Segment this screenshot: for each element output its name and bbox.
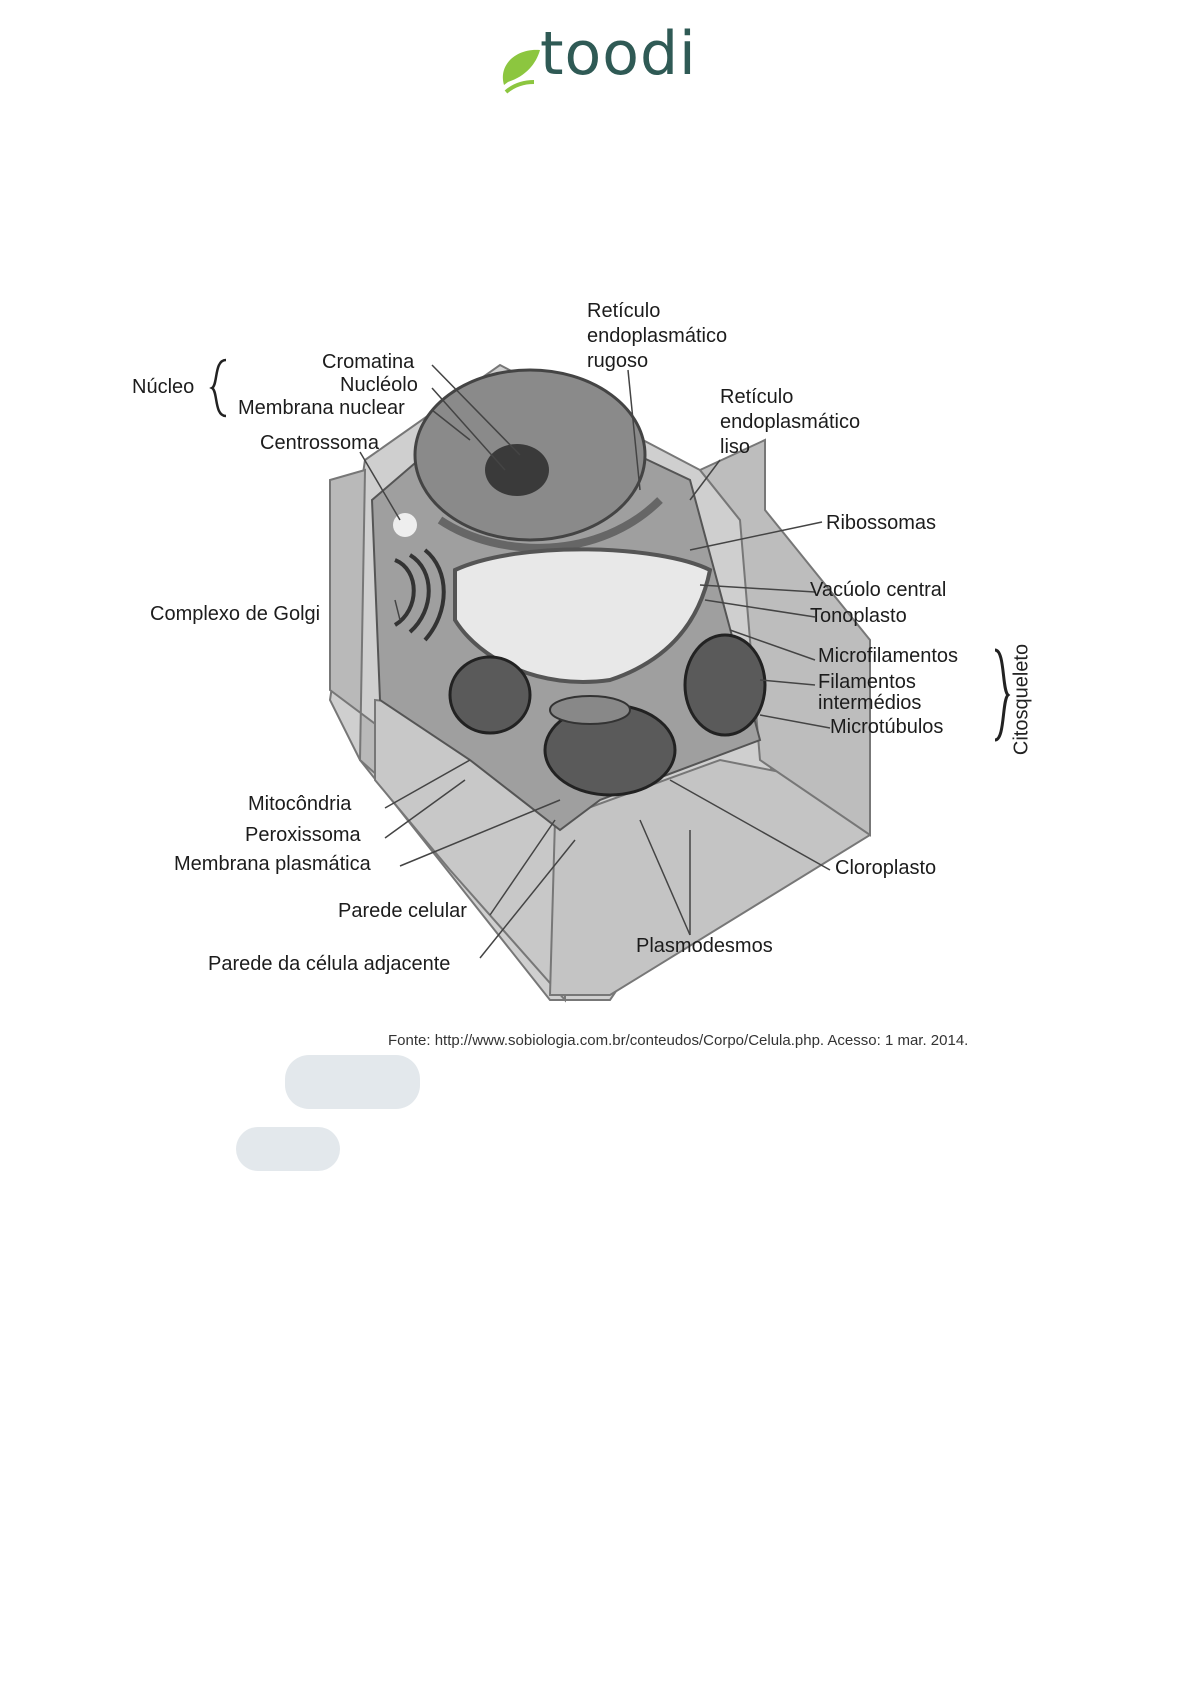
label-citosqueleto: Citosqueleto [1011, 640, 1034, 760]
chloroplast [685, 635, 765, 735]
label-membrana-plasmatica: Membrana plasmática [174, 853, 371, 876]
placeholder-pill [285, 1055, 420, 1109]
label-rel-2: endoplasmático [720, 411, 860, 434]
label-cloroplasto: Cloroplasto [835, 857, 936, 880]
label-citosqueleto-wrap: Citosqueleto [1010, 640, 1034, 760]
nucleus-brace [212, 360, 226, 416]
label-parede-celular: Parede celular [338, 900, 467, 923]
label-filamentos-2: intermédios [818, 692, 921, 715]
label-mitocondria: Mitocôndria [248, 793, 351, 816]
label-filamentos-1: Filamentos [818, 671, 916, 694]
label-parede-adjacente: Parede da célula adjacente [208, 953, 450, 976]
source-citation: Fonte: http://www.sobiologia.com.br/cont… [388, 1032, 968, 1049]
label-membrana-nuclear: Membrana nuclear [238, 397, 405, 420]
label-nucleo: Núcleo [132, 376, 194, 399]
label-nucleolo: Nucléolo [340, 374, 418, 397]
label-rer-3: rugoso [587, 350, 648, 373]
cytoskeleton-brace [995, 650, 1008, 740]
label-plasmodesmos: Plasmodesmos [636, 935, 773, 958]
label-microtubulos: Microtúbulos [830, 716, 943, 739]
label-rer-1: Retículo [587, 300, 660, 323]
label-vacuolo: Vacúolo central [810, 579, 946, 602]
placeholder-pill [236, 1127, 340, 1171]
label-peroxissoma: Peroxissoma [245, 824, 361, 847]
label-microfilamentos: Microfilamentos [818, 645, 958, 668]
chloroplast [450, 657, 530, 733]
label-rel-1: Retículo [720, 386, 793, 409]
mitochondrion [550, 696, 630, 724]
centrosome [393, 513, 417, 537]
label-centrossoma: Centrossoma [260, 432, 379, 455]
label-rel-3: liso [720, 436, 750, 459]
label-complexo-golgi: Complexo de Golgi [150, 603, 320, 626]
label-cromatina: Cromatina [322, 351, 414, 374]
label-ribossomas: Ribossomas [826, 512, 936, 535]
label-rer-2: endoplasmático [587, 325, 727, 348]
label-tonoplasto: Tonoplasto [810, 605, 907, 628]
